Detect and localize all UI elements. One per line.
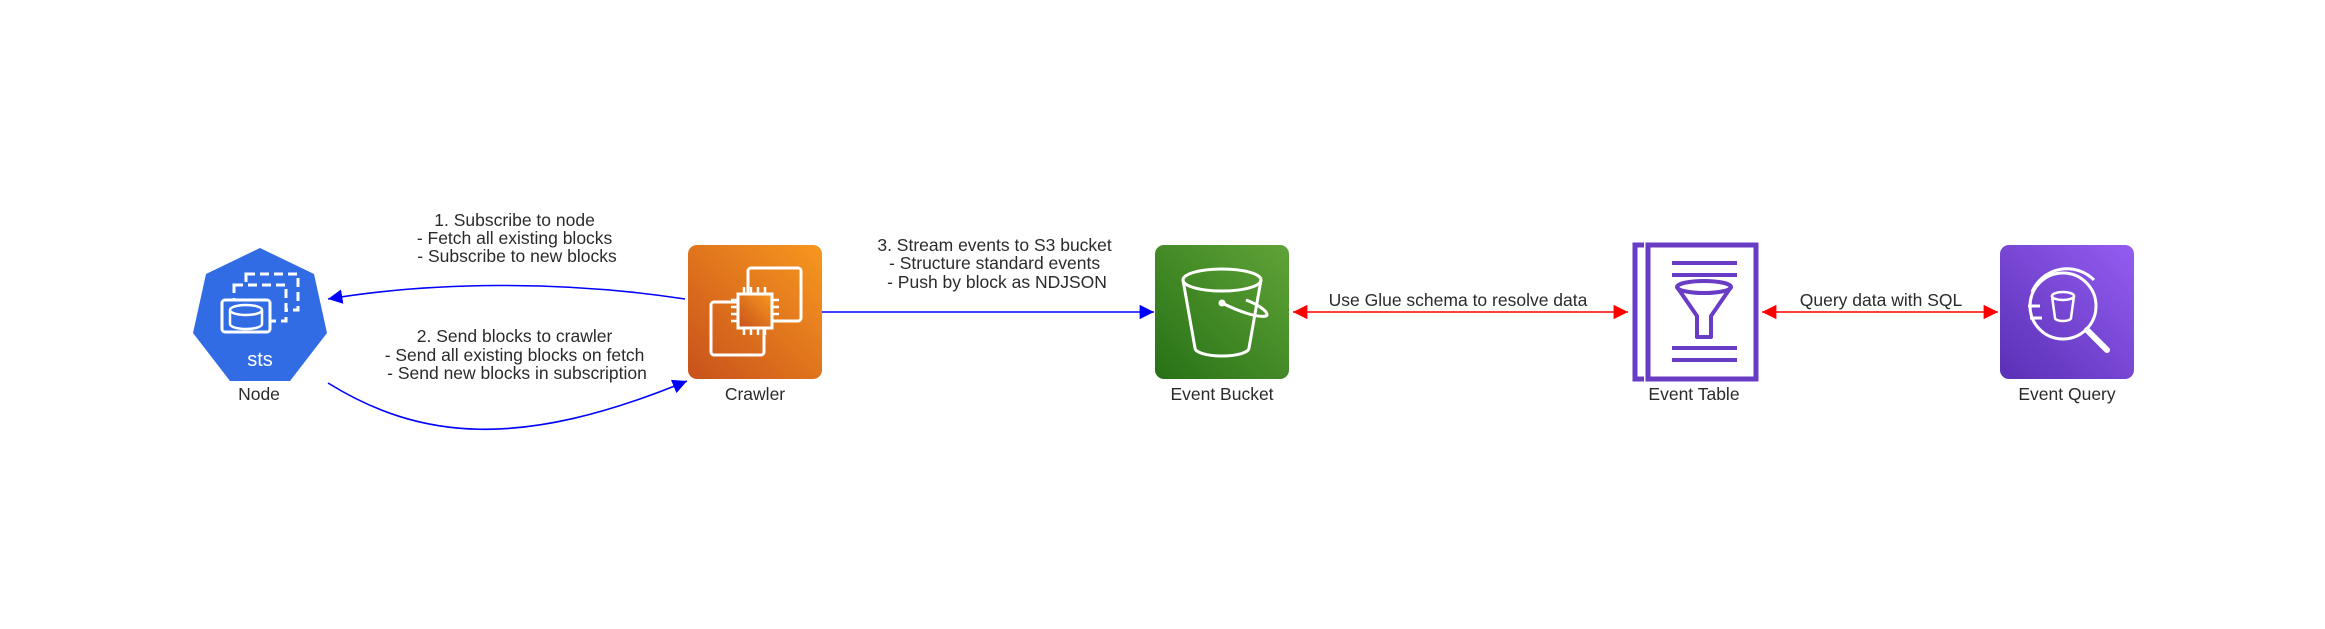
node-badge: sts (247, 349, 273, 371)
node-node[interactable]: sts Node (193, 248, 327, 404)
event-bucket-label: Event Bucket (1170, 384, 1273, 404)
ec2-chip-icon (688, 245, 822, 379)
event-query-label: Event Query (2018, 384, 2116, 404)
node-event-query[interactable]: Event Query (2000, 245, 2134, 404)
edge-stream-label: 3. Stream events to S3 bucket - Structur… (877, 235, 1116, 292)
edge-query: Query data with SQL (1762, 290, 1998, 320)
edge-send-blocks-label: 2. Send blocks to crawler - Send all exi… (385, 326, 650, 383)
edge-glue: Use Glue schema to resolve data (1293, 290, 1628, 320)
athena-query-icon (2000, 245, 2134, 379)
edge-glue-label: Use Glue schema to resolve data (1329, 290, 1588, 310)
node-event-bucket[interactable]: Event Bucket (1155, 245, 1289, 404)
crawler-label: Crawler (725, 384, 785, 404)
node-label: Node (238, 384, 280, 404)
s3-bucket-icon (1155, 245, 1289, 379)
glue-table-funnel-icon (1632, 242, 1759, 382)
node-crawler[interactable]: Crawler (688, 245, 822, 404)
edge-query-label: Query data with SQL (1800, 290, 1963, 310)
edge-subscribe-label: 1. Subscribe to node - Fetch all existin… (417, 210, 617, 266)
edge-stream: 3. Stream events to S3 bucket - Structur… (822, 235, 1154, 320)
kubernetes-sts-icon: sts (193, 248, 327, 381)
edge-send-blocks: 2. Send blocks to crawler - Send all exi… (327, 326, 688, 431)
edge-subscribe: 1. Subscribe to node - Fetch all existin… (327, 210, 686, 304)
node-event-table[interactable]: Event Table (1632, 242, 1759, 404)
event-table-label: Event Table (1648, 384, 1739, 404)
